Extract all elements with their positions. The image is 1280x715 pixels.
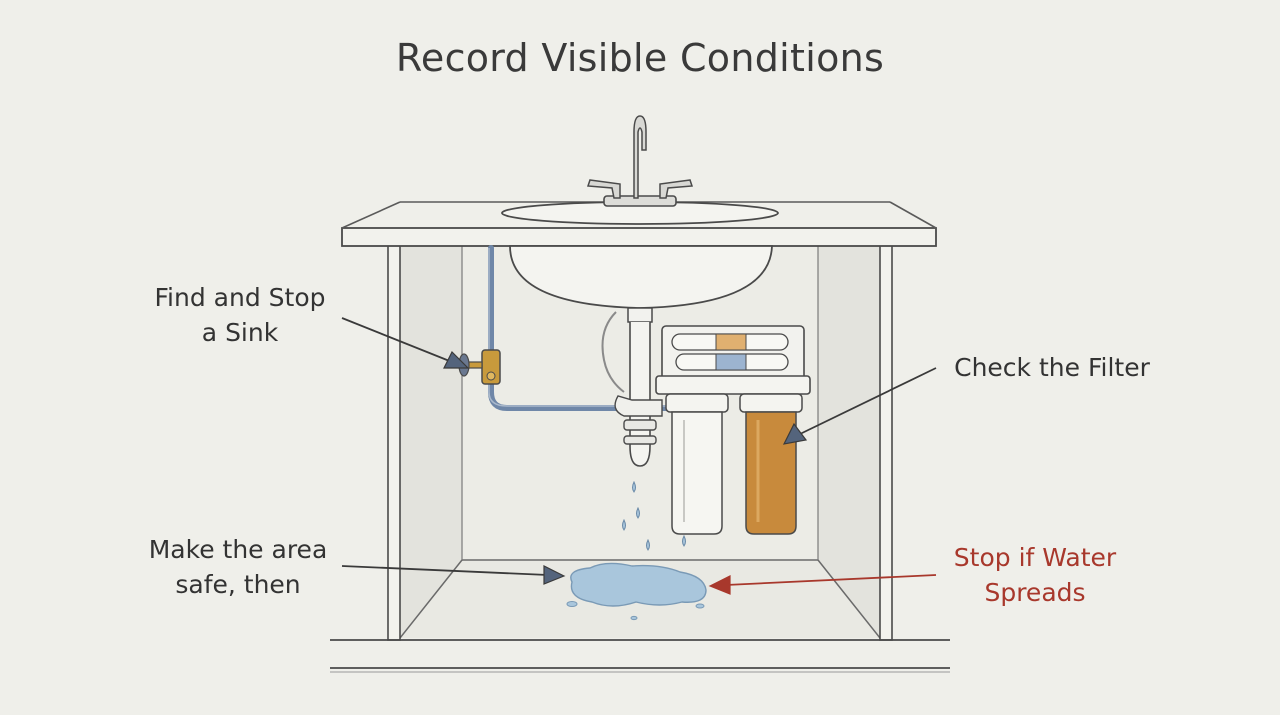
label-spread-line-1: Stop if Water: [953, 543, 1117, 572]
label-filter-line-1: Check the Filter: [954, 353, 1150, 382]
cabinet-right-wall: [818, 246, 880, 638]
label-safe-line-1: Make the area: [148, 535, 328, 564]
trap-collar-upper: [623, 419, 657, 431]
drip-2: [636, 506, 640, 519]
arrow-safe-head: [543, 565, 566, 585]
arrow-spread-line: [725, 574, 937, 586]
trap-collar-lower: [623, 435, 657, 445]
p-trap: [614, 395, 663, 417]
clear-housing-body: [671, 411, 723, 535]
faucet-handle-left: [586, 179, 621, 199]
orange-housing-cap: [739, 393, 803, 413]
puddle-droplet-2: [695, 603, 705, 609]
label-check-filter: Check the Filter: [942, 350, 1162, 385]
filter-system: [655, 325, 811, 535]
orange-filter-housing: [739, 393, 803, 535]
diagram-title: Record Visible Conditions: [395, 36, 885, 80]
puddle-droplet-3: [630, 615, 638, 621]
drip-4: [646, 538, 650, 551]
floor-left-edge: [399, 559, 463, 639]
label-safe-line-2: safe, then: [175, 570, 301, 599]
clear-housing-cap: [665, 393, 729, 413]
faucet-spout: [633, 115, 647, 199]
label-shutoff-valve: Find and Stop a Sink: [140, 280, 340, 350]
leak: [566, 480, 707, 621]
water-puddle: [570, 562, 707, 607]
puddle-droplet-1: [566, 601, 578, 607]
orange-housing-body: [745, 411, 797, 535]
arrow-shutoff-line: [341, 317, 453, 363]
filter-head: [655, 375, 811, 395]
cabinet-left-panel: [387, 243, 401, 641]
label-stop-if-spreads: Stop if Water Spreads: [930, 540, 1140, 610]
drain: [601, 307, 663, 467]
label-spread-line-2: Spreads: [984, 578, 1086, 607]
countertop-left-bevel: [341, 201, 401, 229]
label-shutoff-line-2: a Sink: [201, 318, 279, 347]
filter-upper-band: [715, 333, 747, 351]
cabinet-left-wall: [400, 246, 462, 638]
arrow-spread-head: [708, 575, 731, 595]
faucet: [586, 115, 694, 207]
arrow-filter-head: [782, 422, 808, 445]
grey-supply-hose: [601, 311, 625, 393]
drip-1: [632, 480, 636, 493]
callout-arrows: [341, 317, 937, 595]
drip-3: [622, 518, 626, 531]
arrow-safe-line: [341, 565, 549, 576]
floor-right-edge: [817, 559, 881, 639]
arrow-filter-line: [799, 367, 937, 435]
filter-lower-band: [715, 353, 747, 371]
drain-tailpiece: [627, 307, 653, 323]
arrow-shutoff-head: [443, 350, 470, 369]
faucet-base: [603, 195, 677, 207]
sink: [501, 115, 779, 309]
drip-5: [682, 534, 686, 547]
cabinet-right-panel: [879, 243, 893, 641]
countertop: [341, 227, 937, 247]
valve-nut: [486, 371, 496, 381]
countertop-right-bevel: [889, 201, 937, 229]
label-shutoff-line-1: Find and Stop: [154, 283, 326, 312]
supply-pipe-highlight: [488, 248, 670, 407]
clear-filter-housing: [665, 393, 729, 535]
label-make-safe: Make the area safe, then: [128, 532, 348, 602]
faucet-handle-right: [659, 179, 694, 199]
